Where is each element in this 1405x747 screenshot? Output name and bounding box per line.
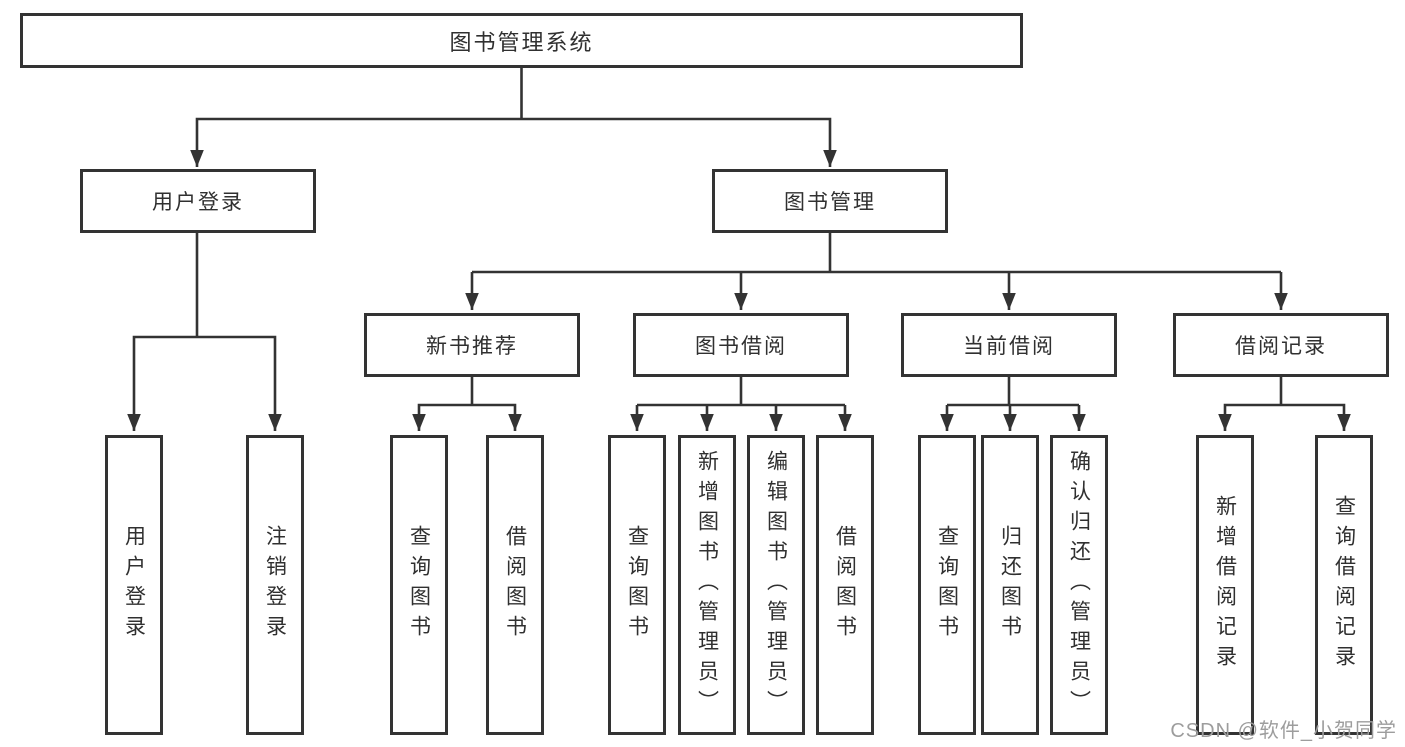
node-label: 查询图书 <box>625 525 649 645</box>
node-label: 新增借阅记录 <box>1213 495 1237 675</box>
leaf-current-query-books: 查询图书 <box>918 435 976 735</box>
node-borrowing-records: 借阅记录 <box>1173 313 1389 377</box>
leaf-borrow-query-books: 查询图书 <box>608 435 666 735</box>
node-book-management: 图书管理 <box>712 169 948 233</box>
node-label: 图书管理系统 <box>449 29 594 55</box>
node-label: 用户登录 <box>122 525 146 645</box>
node-library-management-system: 图书管理系统 <box>20 13 1023 68</box>
leaf-current-return-books: 归还图书 <box>981 435 1039 735</box>
node-label: 借阅记录 <box>1235 335 1327 358</box>
node-label: 注销登录 <box>263 525 287 645</box>
node-new-book-recommend: 新书推荐 <box>364 313 580 377</box>
node-label: 用户登录 <box>152 191 244 214</box>
leaf-current-confirm-return-admin: 确认归还（管理员） <box>1050 435 1108 735</box>
leaf-borrow-add-books-admin: 新增图书（管理员） <box>678 435 736 735</box>
leaf-borrow-borrow-books: 借阅图书 <box>816 435 874 735</box>
node-label: 查询借阅记录 <box>1332 495 1356 675</box>
node-current-borrowing: 当前借阅 <box>901 313 1117 377</box>
leaf-recommend-borrow-books: 借阅图书 <box>486 435 544 735</box>
node-label: 借阅图书 <box>503 525 527 645</box>
leaf-records-query-record: 查询借阅记录 <box>1315 435 1373 735</box>
node-label: 图书借阅 <box>695 335 787 358</box>
node-label: 编辑图书（管理员） <box>764 450 788 720</box>
csdn-watermark: CSDN @软件_小贺同学 <box>1170 720 1397 742</box>
node-label: 查询图书 <box>935 525 959 645</box>
node-label: 确认归还（管理员） <box>1067 450 1091 720</box>
leaf-user-login: 用户登录 <box>105 435 163 735</box>
leaf-borrow-edit-books-admin: 编辑图书（管理员） <box>747 435 805 735</box>
node-user-login: 用户登录 <box>80 169 316 233</box>
node-label: 新增图书（管理员） <box>695 450 719 720</box>
leaf-logout: 注销登录 <box>246 435 304 735</box>
node-label: 图书管理 <box>784 191 876 214</box>
node-label: 新书推荐 <box>426 335 518 358</box>
leaf-records-add-record: 新增借阅记录 <box>1196 435 1254 735</box>
node-label: 归还图书 <box>998 525 1022 645</box>
leaf-recommend-query-books: 查询图书 <box>390 435 448 735</box>
node-book-borrowing: 图书借阅 <box>633 313 849 377</box>
node-label: 借阅图书 <box>833 525 857 645</box>
node-label: 当前借阅 <box>963 335 1055 358</box>
node-label: 查询图书 <box>407 525 431 645</box>
